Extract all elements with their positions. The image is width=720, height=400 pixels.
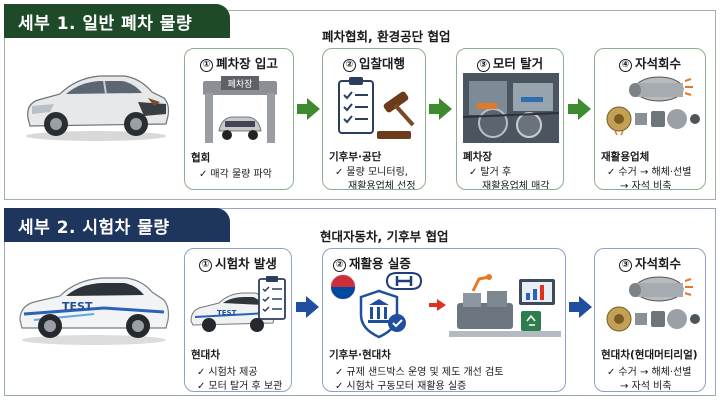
step-bullet: ✓물량 모니터링, [335,167,408,178]
checklist-gavel-icon [338,77,415,139]
step-actor: 기후부·공단 [329,151,382,163]
section1-title: 세부 1. 일반 폐차 물량 [4,4,230,38]
motor-disassembly-icon [606,76,700,136]
section2-collaboration: 현대자동차, 기후부 협업 [320,229,449,244]
step-bullet: ✓시험차 제공 [197,367,258,378]
government-partnership-icon [330,272,423,339]
test-car-illustration: TEST [19,277,170,345]
step-bullet: ✓수거 → 해체·선별 [607,167,692,178]
step-actor: 폐차장 [463,151,492,163]
step-actor: 협회 [191,152,211,164]
step-bullet: ✓모터 탈거 후 보관 [197,381,283,392]
motor-removal-photo [463,73,559,143]
flow-arrow [297,98,321,120]
test-car-checklist-icon: TEST [190,276,286,332]
test-car-label: TEST [217,309,237,317]
section2-title: 세부 2. 시험차 물량 [4,208,230,242]
flow-arrow [296,296,320,318]
step-bullet: ✓매각 물량 파악 [199,169,272,180]
step-bullet: ✓규제 샌드박스 운영 및 제도 개선 검토 [335,367,504,378]
step-actor: 현대차(현대머티리얼) [601,349,698,361]
step-actor: 재활용업체 [601,151,650,163]
step-bullet-continued: 재활용업체 선정 [348,181,416,190]
step-bullet: ✓시험차 구동모터 재활용 실증 [335,381,467,392]
scrapped-car-illustration [26,75,170,141]
motor-disassembly-icon [606,276,700,332]
step-bullet: ✓탈거 후 [469,167,512,178]
flow-arrow [429,98,453,120]
scrapyard-gate-icon: 폐차장 [203,76,277,143]
flow-arrow [568,98,592,120]
flow-arrow [569,296,593,318]
section1-collaboration: 폐차협회, 환경공단 협업 [322,29,451,44]
scrapyard-sign: 폐차장 [228,78,253,90]
step-bullet-continued: → 자석 비축 [620,381,672,392]
step-bullet: ✓수거 → 해체·선별 [607,367,692,378]
step-actor: 기후부·현대차 [329,349,391,361]
step-bullet-continued: 재활용업체 매각 [482,181,550,190]
flow-arrow-red [429,297,447,313]
test-car-label: TEST [62,300,93,313]
step-actor: 현대차 [191,349,220,361]
recycling-lab-icon [449,274,561,337]
step-bullet-continued: → 자석 비축 [620,181,672,190]
